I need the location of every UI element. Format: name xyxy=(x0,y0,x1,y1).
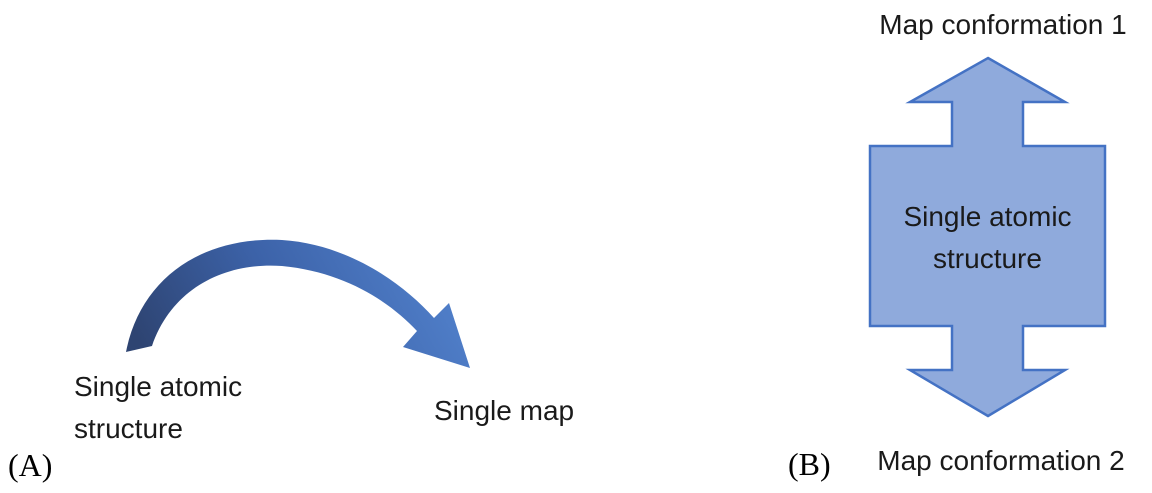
panel-a-source-line1: Single atomic xyxy=(74,371,243,402)
panel-b-center-line2: structure xyxy=(933,243,1042,274)
up-down-arrow-polygon xyxy=(870,58,1105,416)
panel-a-source-label: Single atomic structure xyxy=(74,366,242,450)
panel-b-tag: (B) xyxy=(788,446,831,482)
panel-b-top-label: Map conformation 1 xyxy=(879,9,1127,40)
panel-a-tag: (A) xyxy=(8,447,53,483)
up-down-arrow-shape-icon xyxy=(868,56,1107,418)
panel-b-center-label: Single atomic structure xyxy=(870,196,1105,280)
curved-arrow-path xyxy=(126,239,470,368)
panel-b-bottom-label: Map conformation 2 xyxy=(877,445,1125,476)
up-down-arrow-outline xyxy=(868,56,1107,418)
panel-a-target-label: Single map xyxy=(434,395,575,426)
panel-a-source-line2: structure xyxy=(74,413,183,444)
panel-b-center-line1: Single atomic xyxy=(903,201,1072,232)
curved-arrow-icon xyxy=(126,239,470,368)
